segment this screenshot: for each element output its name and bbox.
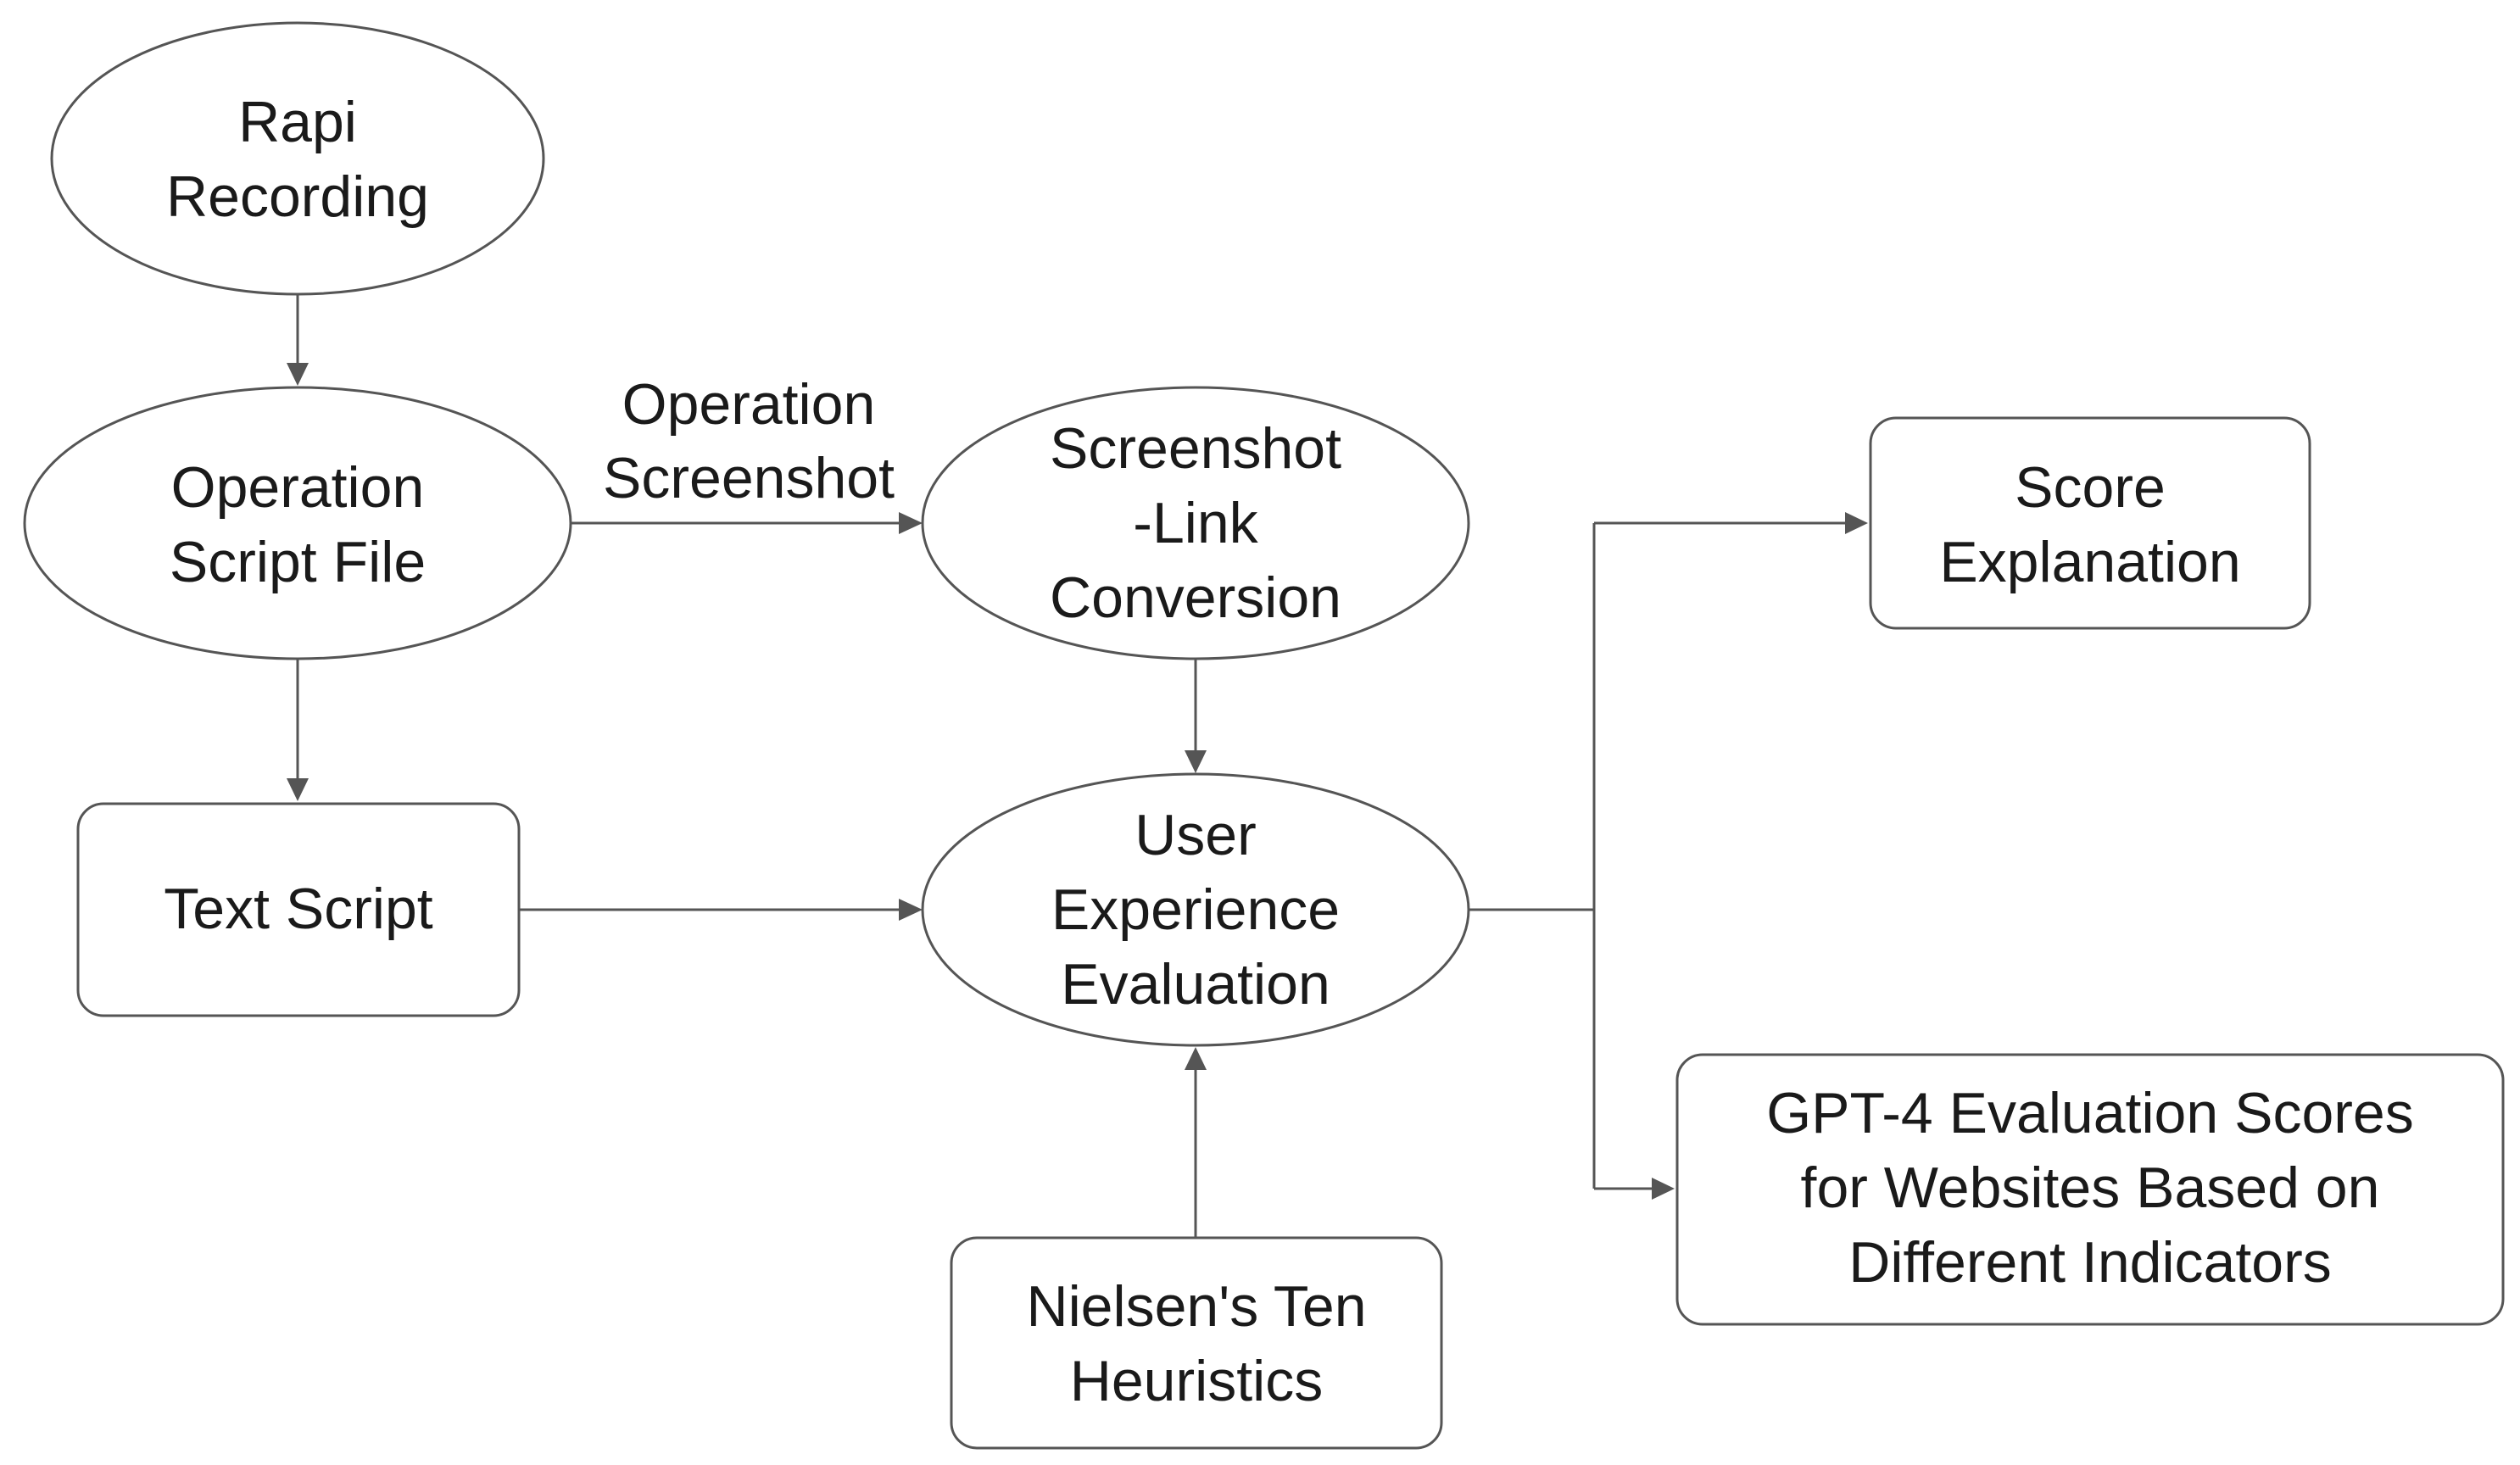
- node-text-script-label: Text Script: [164, 877, 433, 941]
- edge-label-operation-screenshot: Operation Screenshot: [603, 372, 895, 510]
- svg-text:-Link: -Link: [1133, 491, 1258, 555]
- node-nielsens-ten-heuristics-shape: [950, 1236, 1443, 1450]
- node-text-script-shape: [76, 802, 521, 1017]
- svg-text:Experience: Experience: [1051, 877, 1340, 942]
- arrowhead-split-to-gpt4: [1652, 1178, 1675, 1200]
- svg-text:Operation: Operation: [171, 455, 425, 520]
- node-nielsens-ten-heuristics-label-2: Heuristics: [1070, 1349, 1324, 1413]
- node-score-explanation-label-1: Score: [2015, 455, 2166, 520]
- node-score-explanation-label-2: Explanation: [1939, 530, 2240, 594]
- svg-text:for Websites Based on: for Websites Based on: [1801, 1156, 2380, 1220]
- svg-text:Explanation: Explanation: [1939, 530, 2240, 594]
- arrowhead-script-to-text: [287, 778, 309, 801]
- node-user-experience-evaluation-label-3: Evaluation: [1061, 952, 1330, 1017]
- svg-text:Screenshot: Screenshot: [1050, 416, 1341, 481]
- node-operation-script-file-label-1: Operation: [171, 455, 425, 520]
- node-gpt4-evaluation-scores: GPT-4 Evaluation Scores for Websites Bas…: [1675, 1053, 2505, 1326]
- node-rapi-recording-label-2: Recording: [166, 164, 429, 229]
- node-screenshot-link-conversion-label-2: -Link: [1133, 491, 1258, 555]
- svg-text:Nielsen's Ten: Nielsen's Ten: [1026, 1274, 1366, 1339]
- arrowhead-screenshot-to-ux: [1185, 750, 1207, 773]
- node-text-script: Text Script: [76, 802, 521, 1017]
- node-user-experience-evaluation-shape: [921, 772, 1470, 1047]
- svg-text:Heuristics: Heuristics: [1070, 1349, 1324, 1413]
- svg-text:GPT-4 Evaluation Scores: GPT-4 Evaluation Scores: [1766, 1081, 2413, 1145]
- svg-text:Evaluation: Evaluation: [1061, 952, 1330, 1017]
- node-screenshot-link-conversion: Screenshot -Link Conversion: [921, 386, 1470, 660]
- svg-text:Score: Score: [2015, 455, 2166, 520]
- arrowhead-rapi-to-script: [287, 363, 309, 386]
- node-nielsens-ten-heuristics-label-1: Nielsen's Ten: [1026, 1274, 1366, 1339]
- edge-label-operation-screenshot-2: Screenshot: [603, 446, 895, 510]
- node-operation-script-file: Operation Script File: [23, 386, 572, 660]
- svg-text:Rapi: Rapi: [238, 90, 357, 154]
- node-gpt4-evaluation-scores-label-3: Different Indicators: [1848, 1230, 2331, 1295]
- node-score-explanation-shape: [1869, 416, 2311, 630]
- svg-text:Recording: Recording: [166, 164, 429, 229]
- svg-text:User: User: [1135, 803, 1257, 867]
- node-nielsens-ten-heuristics: Nielsen's Ten Heuristics: [950, 1236, 1443, 1450]
- node-user-experience-evaluation: User Experience Evaluation: [921, 772, 1470, 1047]
- svg-text:Text Script: Text Script: [164, 877, 433, 941]
- svg-text:Conversion: Conversion: [1050, 565, 1341, 630]
- node-screenshot-link-conversion-label-3: Conversion: [1050, 565, 1341, 630]
- svg-text:Screenshot: Screenshot: [603, 446, 895, 510]
- arrowhead-script-to-screenshot: [899, 512, 923, 534]
- node-rapi-recording: Rapi Recording: [50, 21, 545, 296]
- node-operation-script-file-label-2: Script File: [170, 530, 426, 594]
- node-rapi-recording-shape: [50, 21, 545, 296]
- node-gpt4-evaluation-scores-label-1: GPT-4 Evaluation Scores: [1766, 1081, 2413, 1145]
- svg-text:Operation: Operation: [622, 372, 876, 437]
- svg-text:Script File: Script File: [170, 530, 426, 594]
- node-rapi-recording-label-1: Rapi: [238, 90, 357, 154]
- arrowhead-split-to-score: [1845, 512, 1868, 534]
- node-gpt4-evaluation-scores-shape: [1675, 1053, 2505, 1326]
- arrowhead-text-to-ux: [899, 899, 923, 921]
- arrowhead-nielsen-to-ux: [1185, 1047, 1207, 1070]
- node-score-explanation: Score Explanation: [1869, 416, 2311, 630]
- edge-label-operation-screenshot-1: Operation: [622, 372, 876, 437]
- node-screenshot-link-conversion-shape: [921, 386, 1470, 660]
- node-user-experience-evaluation-label-2: Experience: [1051, 877, 1340, 942]
- node-gpt4-evaluation-scores-label-2: for Websites Based on: [1801, 1156, 2380, 1220]
- node-user-experience-evaluation-label-1: User: [1135, 803, 1257, 867]
- node-screenshot-link-conversion-label-1: Screenshot: [1050, 416, 1341, 481]
- node-operation-script-file-shape: [23, 386, 572, 660]
- svg-text:Different Indicators: Different Indicators: [1848, 1230, 2331, 1295]
